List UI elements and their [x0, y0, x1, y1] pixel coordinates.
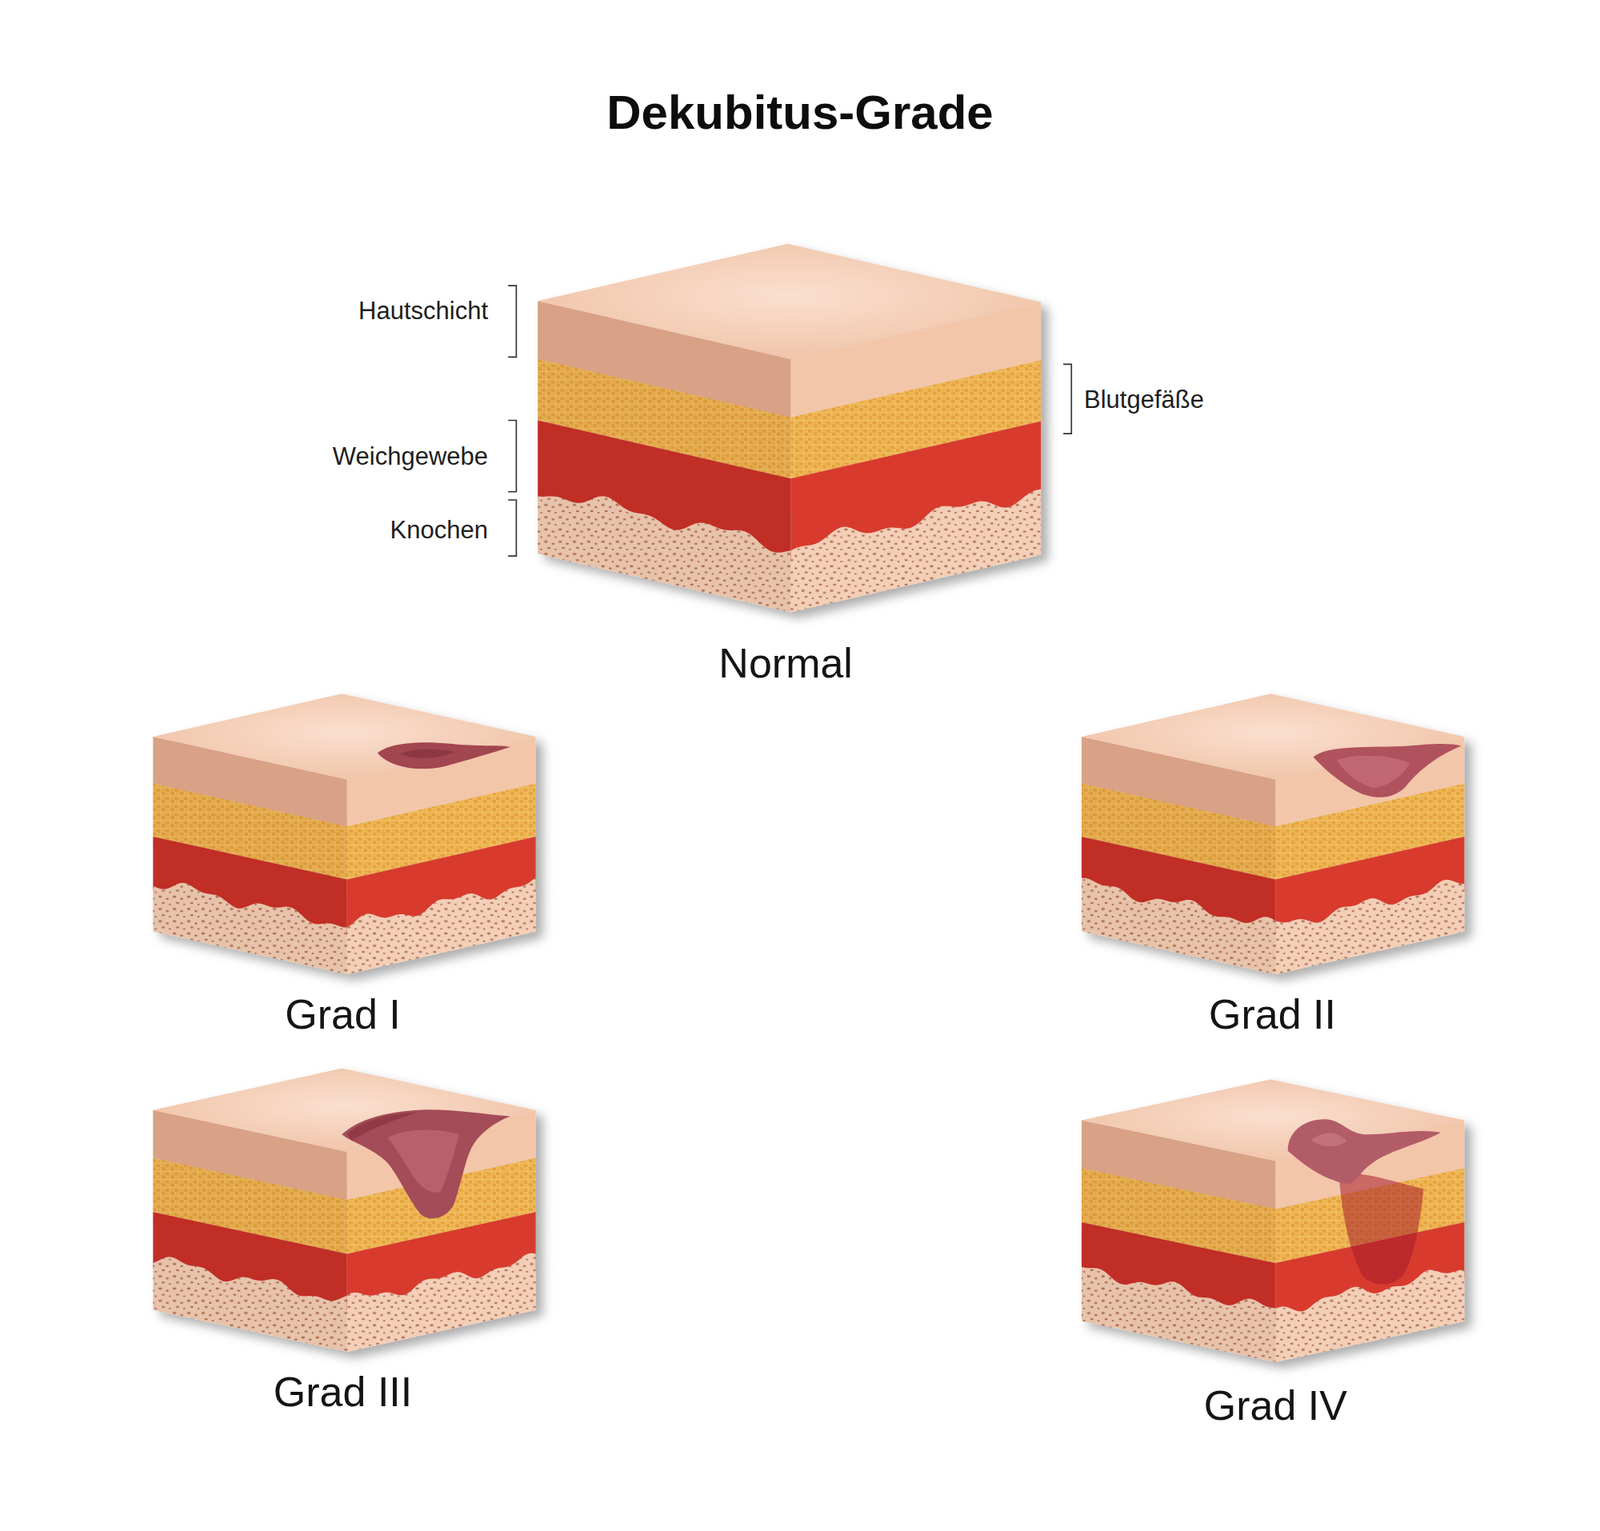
skin-surface [152, 693, 536, 780]
wound-area [1313, 744, 1462, 798]
bone-layer [791, 489, 1042, 613]
bone-layer [347, 1253, 536, 1352]
grade-caption: Grad III [273, 1368, 412, 1417]
grade-caption: Grad IV [1204, 1382, 1348, 1431]
bone-layer [1275, 1269, 1464, 1362]
wound-area [347, 1112, 419, 1141]
wound-area [341, 1109, 510, 1219]
face-shade [152, 1110, 347, 1352]
skin-surface [1081, 1079, 1464, 1161]
grade-block: Grad II [1076, 688, 1469, 1044]
label-holder: Hautschicht [358, 296, 488, 326]
layer-label: Knochen [390, 516, 488, 545]
skin-surface [152, 1068, 536, 1152]
wound [1313, 744, 1462, 798]
grade-block: Normal [532, 239, 1046, 693]
tissue-block [152, 1068, 536, 1352]
tissue-blocks [152, 244, 1464, 1363]
bone-layer [347, 877, 536, 975]
label-holder: Weichgewebe [332, 442, 488, 472]
grade-caption: Grad I [284, 991, 401, 1040]
layer-label: Weichgewebe [332, 442, 488, 472]
grade-caption: Grad II [1208, 991, 1336, 1040]
tissue-block [1081, 693, 1464, 975]
label-holder: Knochen [390, 516, 488, 545]
title: Dekubitus-Grade [606, 84, 993, 140]
wound-area [1288, 1119, 1441, 1184]
wound-area [1338, 1173, 1424, 1285]
face-shade [1081, 1120, 1276, 1362]
skin-surface [537, 244, 1041, 360]
tissue-block [1081, 1079, 1464, 1362]
bone-layer [1275, 880, 1464, 975]
wound [1288, 1119, 1441, 1285]
wound-area [1336, 756, 1411, 788]
wound-area [400, 748, 456, 758]
wound-area [388, 1130, 460, 1193]
bracket [1063, 364, 1072, 434]
grade-caption: Normal [718, 640, 853, 688]
bracket [508, 500, 516, 556]
tissue-block [152, 693, 536, 975]
wound [341, 1109, 510, 1219]
wound-area [377, 742, 511, 769]
label-holder: Blutgefäße [1084, 385, 1204, 415]
title-holder: Dekubitus-Grade [0, 84, 1600, 140]
bracket [508, 420, 516, 492]
grade-block: Grad I [148, 688, 540, 1044]
layer-label: Hautschicht [358, 296, 488, 326]
grade-block: Grad IV [1076, 1074, 1469, 1435]
bracket [508, 285, 516, 357]
layer-label: Blutgefäße [1084, 385, 1204, 415]
grade-block: Grad III [148, 1063, 540, 1422]
brackets [508, 285, 1072, 556]
tissue-block [537, 244, 1041, 612]
wound-area [1311, 1132, 1348, 1147]
wound [377, 742, 511, 769]
